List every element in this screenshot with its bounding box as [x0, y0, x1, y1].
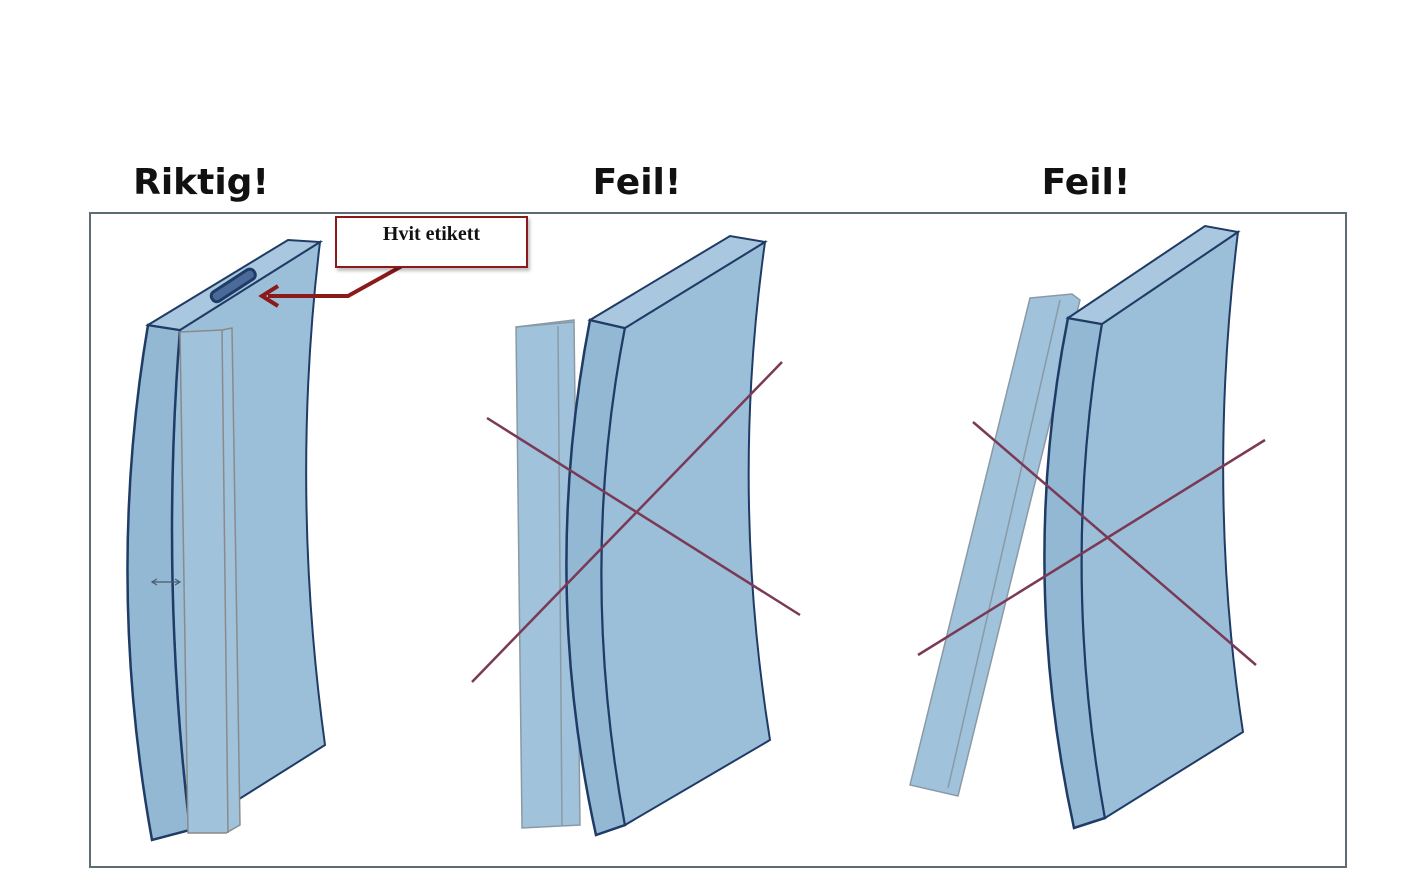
wrong-assembly-1 — [471, 234, 801, 837]
callout-text: Hvit etikett — [382, 223, 481, 245]
cross-icon — [917, 421, 1266, 666]
spacer-strip — [909, 293, 1081, 797]
gap-arrow-icon — [150, 578, 182, 586]
callout-arrow-icon — [258, 264, 403, 308]
label-sticker — [209, 267, 257, 304]
board-front-face — [1080, 229, 1245, 820]
cross-icon — [471, 361, 801, 683]
board-front-face — [600, 240, 772, 827]
heading-wrong-2: Feil! — [1041, 162, 1131, 203]
correct-assembly — [126, 238, 403, 842]
board-top-face — [1065, 224, 1241, 326]
heading-wrong-1: Feil! — [592, 162, 682, 203]
board-top-face — [587, 234, 768, 330]
diagram-frame — [89, 212, 1347, 868]
heading-correct: Riktig! — [133, 162, 269, 203]
spacer-strip — [179, 327, 241, 834]
wrong-assembly-2 — [909, 224, 1266, 830]
label-callout: Hvit etikett — [335, 216, 528, 268]
